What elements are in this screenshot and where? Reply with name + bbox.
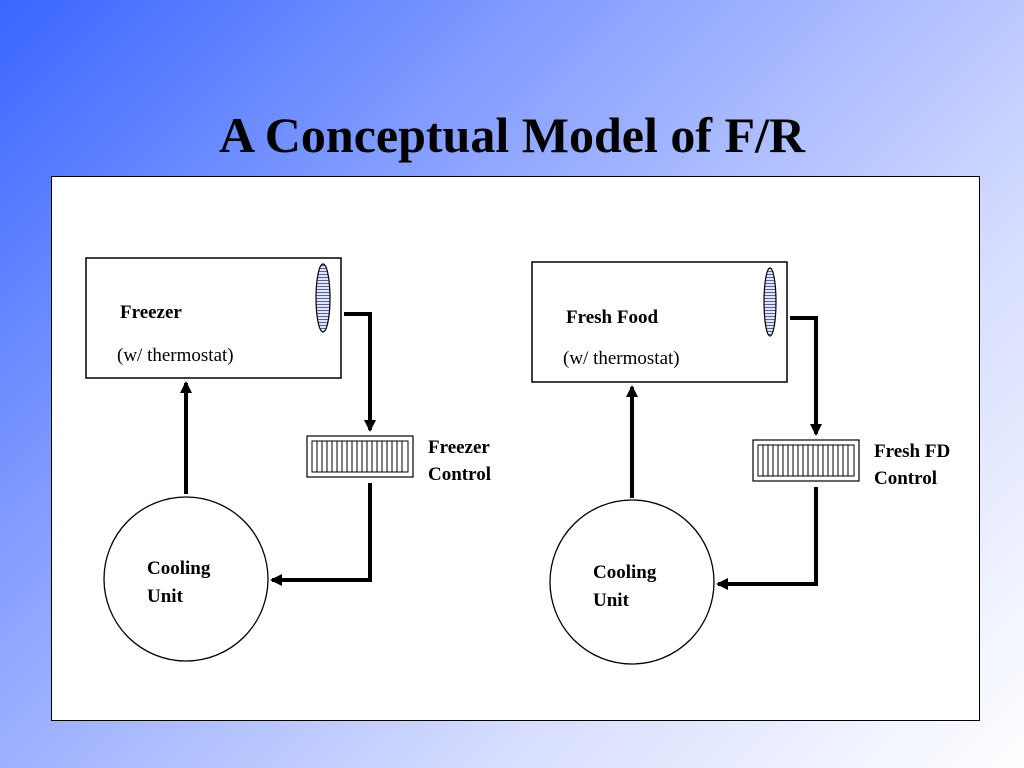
freezer-cooling-unit-circle [103, 496, 269, 662]
fresh-control-to-cooling-unit-arrow [716, 487, 818, 590]
fresh-food-group: Fresh Food (w/ thermostat) Fresh FD Cont… [531, 261, 950, 665]
fresh-food-control-label-line1: Fresh FD [874, 441, 950, 462]
fresh-food-thermostat-icon [763, 267, 777, 337]
freezer-compartment-note: (w/ thermostat) [117, 345, 234, 366]
freezer-compartment-box [85, 257, 342, 379]
fresh-food-compartment-note: (w/ thermostat) [563, 348, 680, 369]
control-to-cooling-unit-arrow [270, 483, 372, 586]
freezer-group: Freezer (w/ thermostat) Freezer Control … [85, 257, 491, 662]
fresh-food-cooling-unit-circle [549, 499, 715, 665]
slide-title: A Conceptual Model of F/R [218, 107, 806, 163]
fresh-food-control-grille-icon [752, 439, 860, 482]
freezer-control-label-line1: Freezer [428, 437, 490, 458]
fresh-food-compartment-box [531, 261, 788, 383]
freezer-cooling-unit-line2: Unit [147, 586, 184, 607]
freezer-control-label-line2: Control [428, 464, 491, 485]
fresh-food-to-control-arrow [790, 316, 822, 436]
freezer-thermostat-icon [315, 263, 331, 333]
freezer-cooling-unit-line1: Cooling [147, 558, 211, 579]
fresh-food-control-label-line2: Control [874, 468, 937, 489]
fresh-food-cooling-unit-line1: Cooling [593, 562, 657, 583]
fresh-food-compartment-name: Fresh Food [566, 307, 658, 328]
freezer-control-grille-icon [306, 435, 414, 478]
fresh-food-cooling-unit-line2: Unit [593, 590, 630, 611]
freezer-to-control-arrow [344, 312, 376, 432]
freezer-compartment-name: Freezer [120, 302, 182, 323]
